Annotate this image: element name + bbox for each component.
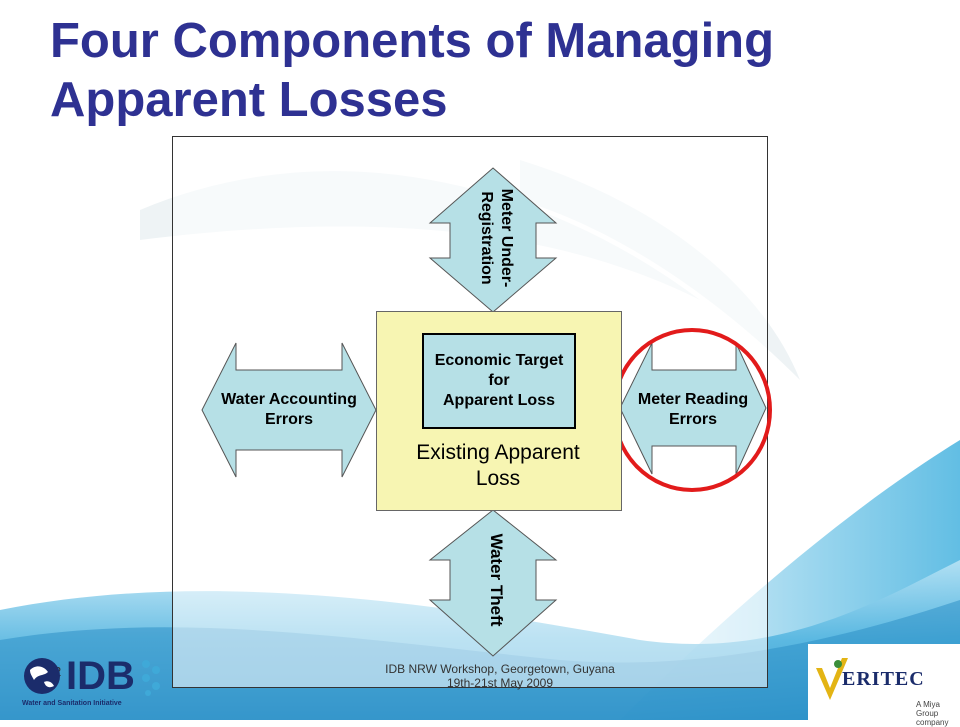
veritec-subtitle-line1: A Miya	[916, 700, 941, 709]
right-double-arrow	[619, 342, 767, 475]
slide-title: Four Components of Managing Apparent Los…	[50, 12, 930, 130]
veritec-logo-text: ERITEC	[842, 668, 925, 690]
idb-logo: IDB Water and Sanitation Initiative	[22, 652, 162, 714]
existing-label-line1: Existing Apparent	[416, 441, 580, 464]
slide-title-line1: Four Components of Managing	[50, 14, 775, 68]
left-arrow-label-line2: Errors	[264, 411, 314, 428]
right-arrow-label-line2: Errors	[668, 411, 718, 428]
right-arrow-label: Meter Reading Errors	[620, 390, 766, 430]
footer-line2: 19th-21st May 2009	[446, 676, 554, 690]
left-arrow-label: Water Accounting Errors	[204, 390, 374, 430]
slide-footer: IDB NRW Workshop, Georgetown, Guyana 19t…	[330, 662, 670, 690]
left-arrow-label-line1: Water Accounting	[221, 391, 357, 408]
target-box-line1: Economic Target	[434, 352, 564, 369]
idb-logo-subtitle: Water and Sanitation Initiative	[22, 700, 122, 707]
water-drops-icon	[142, 660, 160, 696]
bottom-double-arrow	[428, 509, 558, 657]
veritec-v-icon	[816, 658, 848, 700]
economic-target-box: Economic Target for Apparent Loss	[422, 333, 576, 429]
top-arrow-label: Meter Under- Registration	[476, 189, 516, 288]
right-arrow-label-line1: Meter Reading	[637, 391, 749, 408]
footer-line1: IDB NRW Workshop, Georgetown, Guyana	[385, 662, 615, 676]
top-arrow-label-line1: Meter Under-	[498, 188, 515, 288]
veritec-logo: ERITEC A Miya Group company	[808, 644, 960, 727]
existing-apparent-loss-label: Existing Apparent Loss	[376, 440, 620, 492]
existing-label-line2: Loss	[475, 467, 521, 490]
idb-logo-text: IDB	[66, 654, 135, 698]
bottom-arrow-label: Water Theft	[486, 534, 506, 627]
veritec-subtitle-line2: Group company	[916, 709, 949, 727]
top-arrow-label-line2: Registration	[478, 191, 495, 285]
globe-icon	[24, 658, 60, 694]
slide-title-line2: Apparent Losses	[50, 73, 448, 127]
bottom-arrow-label-text: Water Theft	[487, 533, 506, 627]
veritec-logo-subtitle: A Miya Group company	[916, 700, 960, 727]
target-box-line3: Apparent Loss	[442, 392, 555, 409]
target-box-line2: for	[488, 372, 510, 389]
